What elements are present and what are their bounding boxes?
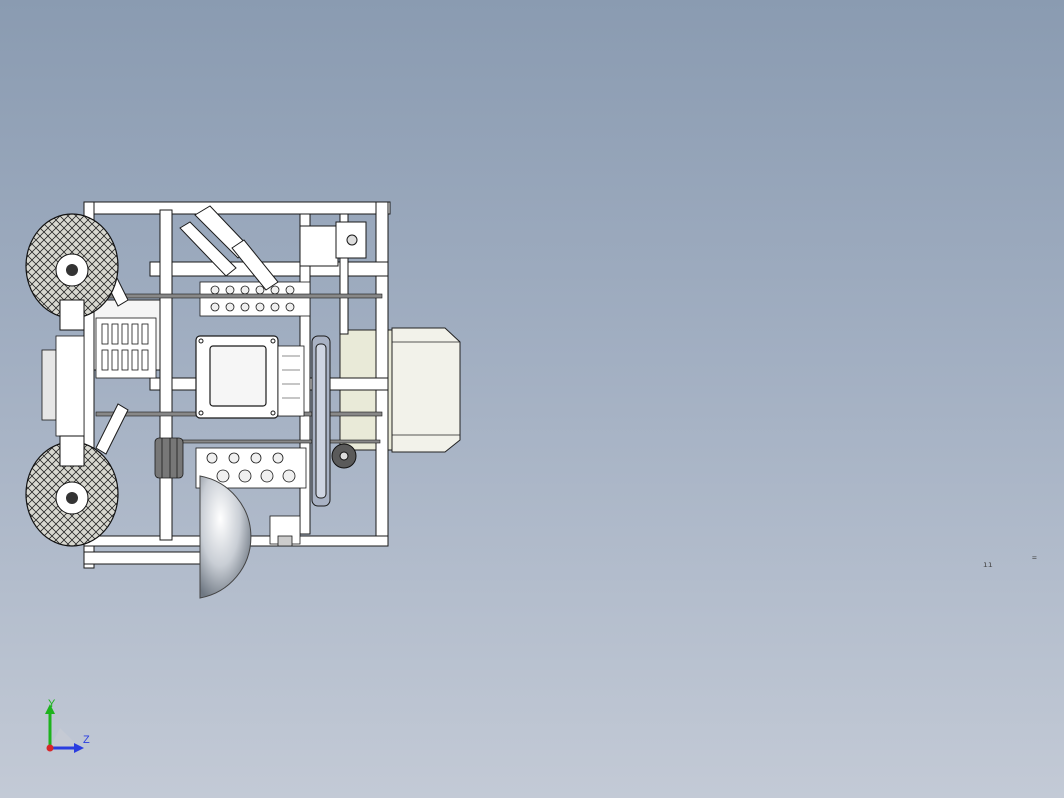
hemisphere (199, 475, 252, 599)
perforated-rails (195, 281, 311, 489)
top-bracket (299, 221, 367, 267)
z-axis-head (74, 743, 84, 753)
lower-wheel (25, 435, 119, 547)
x-axis-dot (46, 744, 54, 752)
side-panel (41, 317, 157, 437)
stray-mark-b: = (1032, 553, 1037, 562)
motor-cylinder (154, 437, 184, 479)
control-box (195, 335, 305, 419)
stray-mark-a: ıı (983, 560, 993, 569)
linkages (95, 205, 279, 455)
triad-axes (45, 704, 84, 753)
y-axis-label: Y (48, 698, 56, 710)
y-axis-head (45, 704, 55, 714)
connector (269, 515, 301, 547)
z-axis-label: Z (83, 734, 90, 746)
pulley (331, 443, 357, 469)
upper-wheel (25, 213, 119, 331)
vertical-handle (311, 335, 331, 507)
orientation-triad[interactable]: Y Z (40, 698, 100, 756)
